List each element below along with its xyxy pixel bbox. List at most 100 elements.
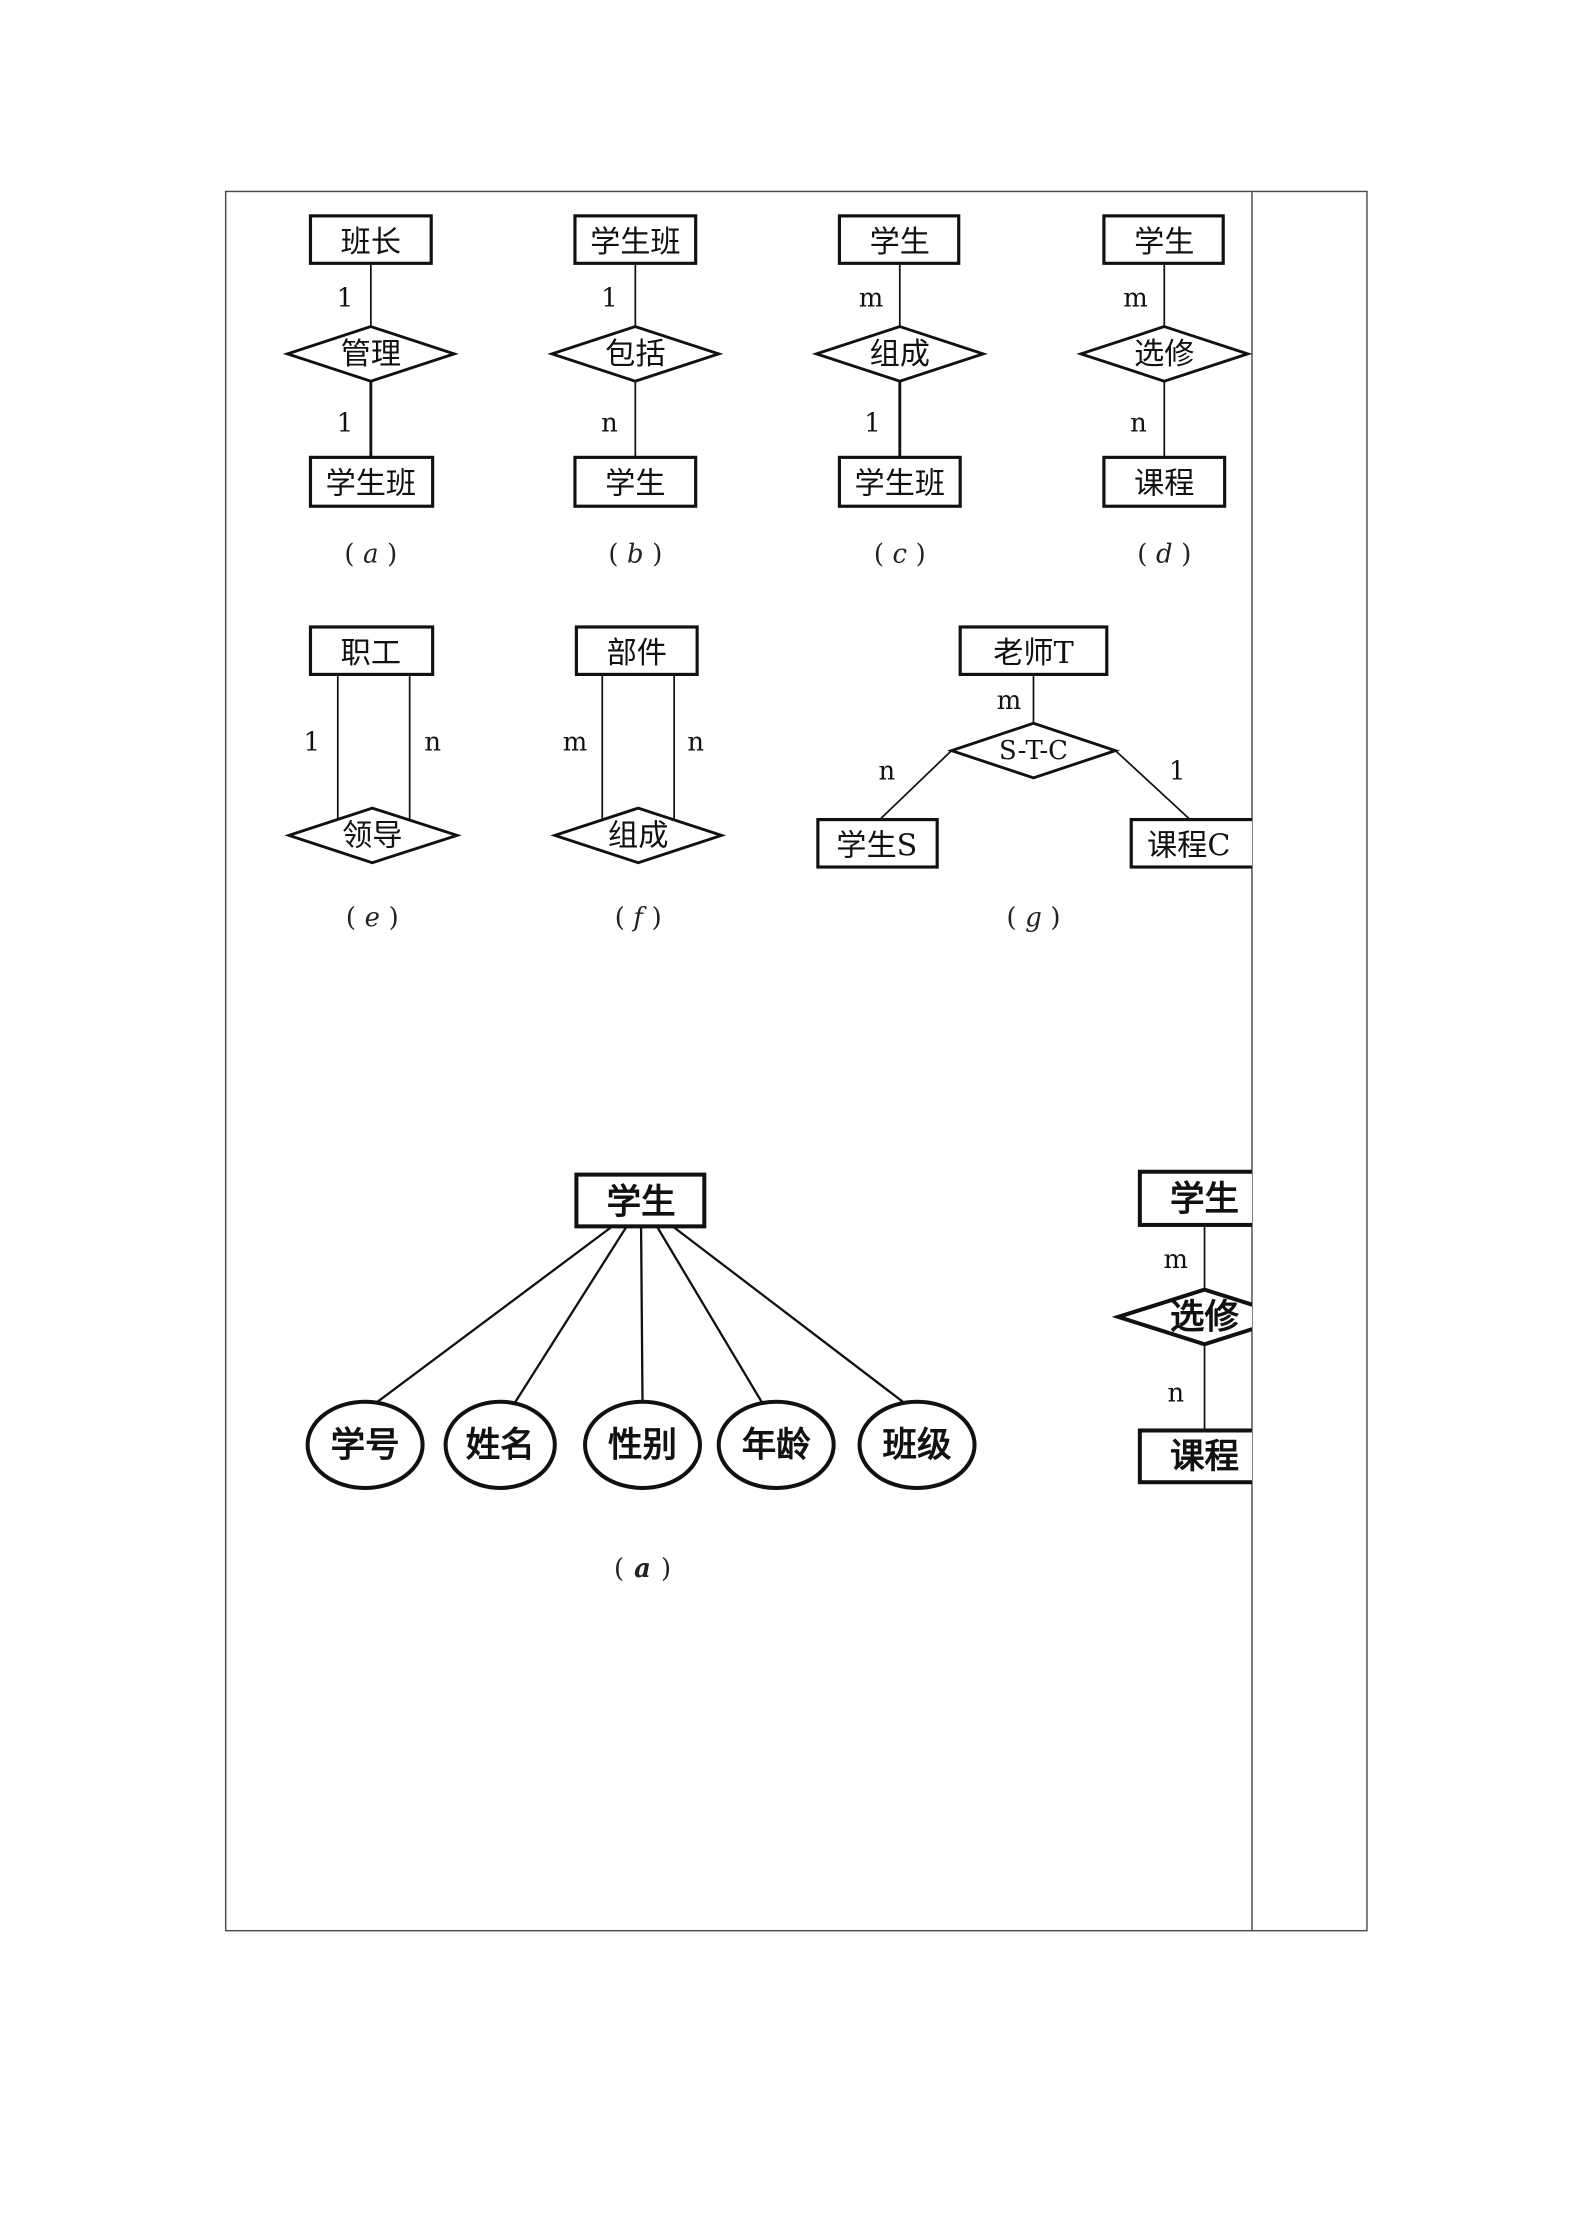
relationship-diamond <box>811 325 988 383</box>
table-frame <box>224 190 1368 1932</box>
relationship-diamond <box>550 806 727 865</box>
figure-cell: 班长 1 管理 1 学生班 (a) 学生班 1 包括 n 学生 (b) <box>282 214 1252 1584</box>
er-diagram-b: 学生班 1 包括 n 学生 (b) <box>547 214 724 569</box>
bottom-entity-box <box>308 455 435 508</box>
top-cardinality: 1 <box>337 283 353 313</box>
left-entity-box <box>816 818 939 869</box>
caption-close: ) <box>652 903 662 933</box>
attribute-ellipse <box>716 1399 836 1490</box>
relationship-label: 选修 <box>1170 1297 1239 1337</box>
caption-open: ( <box>615 903 625 933</box>
entity-label: 学生 <box>607 1182 676 1222</box>
connector-left <box>879 749 953 821</box>
attribute-label: 年龄 <box>742 1425 811 1465</box>
figure-caption: ( g) <box>1006 903 1060 933</box>
bottom-cardinality: n <box>1167 1379 1184 1409</box>
relationship-label: 组成 <box>870 337 930 372</box>
attribute-ellipse <box>443 1399 557 1490</box>
relationship-diamond <box>284 806 462 865</box>
caption-open: ( <box>874 539 884 569</box>
er-diagram-a: 班长 1 管理 1 学生班 (a) <box>282 214 459 569</box>
bottom-cardinality: n <box>601 408 618 438</box>
caption-label: g <box>1025 903 1042 933</box>
caption-label: d <box>1156 539 1173 569</box>
bottom-entity-label: 学生 <box>605 466 665 501</box>
top-entity-box <box>837 214 961 265</box>
figure-caption: (d) <box>1137 539 1191 569</box>
er-diagram-d: 学生 m 选修 n 课程 (d) <box>1076 214 1252 569</box>
relationship-label: 选修 <box>1134 337 1194 372</box>
top-cardinality: 1 <box>601 283 617 313</box>
top-entity-label: 学生 <box>870 225 930 260</box>
er-diagram-g: 老师T m S-T-C n 1 学生S 课程C (g) <box>816 625 1252 933</box>
attribute-connector <box>639 1226 644 1402</box>
relationship-diamond <box>947 721 1120 780</box>
right-cardinality: n <box>687 728 704 758</box>
caption-label: b <box>627 539 644 569</box>
caption-label: e <box>365 903 380 933</box>
connector-right <box>1114 749 1191 821</box>
left-cardinality: 1 <box>304 728 320 758</box>
figure-caption: (f) <box>615 903 662 933</box>
attribute-label: 班级 <box>883 1425 952 1465</box>
top-entity-box <box>958 625 1109 676</box>
right-entity-label: 课程C <box>1147 829 1230 864</box>
right-cardinality: n <box>424 728 441 758</box>
attribute-label: 姓名 <box>466 1425 535 1465</box>
top-entity-box <box>1102 214 1225 265</box>
relationship-diamond <box>1111 1287 1252 1347</box>
entity-box <box>308 625 435 676</box>
relationship-label: S-T-C <box>999 736 1068 766</box>
top-entity-label: 学生班 <box>590 225 681 260</box>
er-diagram-e: 职工 1 n 领导 (e) <box>284 625 462 933</box>
figure-caption: (e) <box>346 903 399 933</box>
side-er-diagram: 学生 m 选修 n 课程 <box>1111 1169 1252 1485</box>
caption-open: ( <box>344 539 354 569</box>
caption-close: ) <box>661 1554 671 1584</box>
bottom-entity-label: 课程 <box>1134 466 1194 501</box>
top-cardinality: m <box>1164 1245 1189 1275</box>
top-entity-box <box>1137 1169 1252 1227</box>
caption-close: ) <box>387 539 397 569</box>
left-cardinality: n <box>879 756 896 786</box>
bottom-entity-box <box>1137 1428 1252 1485</box>
top-cardinality: m <box>997 686 1022 716</box>
attribute-connector <box>655 1225 765 1406</box>
caption-open: ( <box>614 1554 624 1584</box>
bottom-cardinality: 1 <box>337 408 353 438</box>
caption-close: ) <box>916 539 926 569</box>
bottom-entity-label: 学生班 <box>855 466 946 501</box>
top-entity-box <box>308 214 433 265</box>
caption-close: ) <box>1181 539 1191 569</box>
caption-label: c <box>893 539 907 569</box>
relationship-diamond <box>282 325 459 383</box>
relationship-label: 组成 <box>608 818 668 853</box>
figure-caption: ( c) <box>874 539 926 569</box>
relationship-diamond <box>547 325 724 383</box>
relationship-label: 包括 <box>605 337 665 372</box>
caption-open: ( <box>346 903 356 933</box>
left-entity-label: 学生S <box>836 829 917 864</box>
attribute-connector <box>513 1225 628 1404</box>
attribute-ellipse <box>857 1399 977 1490</box>
relationship-label: 管理 <box>341 337 401 372</box>
top-entity-box <box>573 214 698 265</box>
caption-close: ) <box>652 539 662 569</box>
relationship-diamond <box>1076 325 1252 383</box>
entity-box <box>574 1172 707 1229</box>
top-entity-label: 班长 <box>341 225 401 260</box>
entity-label: 部件 <box>607 636 667 671</box>
top-cardinality: m <box>1123 283 1148 313</box>
top-entity-label: 老师T <box>993 636 1073 671</box>
attribute-label: 性别 <box>608 1425 677 1465</box>
caption-close: ) <box>1050 903 1060 933</box>
right-entity-box <box>1129 818 1252 869</box>
bottom-entity-box <box>837 455 962 508</box>
figure-caption: (a) <box>614 1554 671 1584</box>
caption-open: ( <box>1006 903 1016 933</box>
figure-caption: (b) <box>608 539 662 569</box>
entity-label: 职工 <box>341 636 401 671</box>
bottom-entity-label: 课程 <box>1170 1437 1239 1477</box>
